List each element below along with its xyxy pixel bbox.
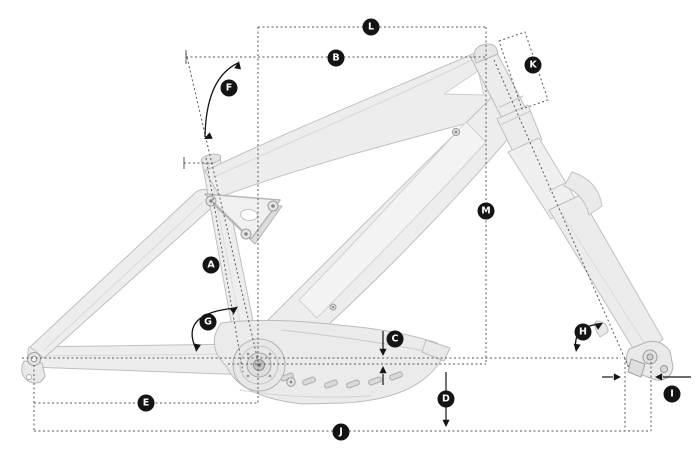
seat-tube-axis-line	[205, 157, 244, 373]
measurement-badge-g: G	[199, 313, 217, 331]
measurement-badge-e: E	[137, 394, 155, 412]
angle-arc-F	[204, 62, 239, 138]
rocker-link	[204, 193, 283, 245]
measurement-badge-f: F	[220, 79, 238, 97]
head-tube-box-K	[498, 31, 549, 110]
measurement-badge-k: K	[524, 56, 542, 74]
seat-angle-line	[185, 52, 260, 366]
frame-cutout	[443, 70, 485, 96]
measurement-badge-h: H	[574, 323, 592, 341]
measurement-badge-d: D	[437, 390, 455, 408]
measurement-badge-b: B	[327, 49, 345, 67]
angle-arc-G	[191, 307, 237, 350]
steering-axis-line	[493, 59, 630, 369]
measurement-badge-a: A	[202, 256, 220, 274]
measurement-badge-c: C	[386, 330, 404, 348]
measurement-badge-j: J	[332, 423, 350, 441]
measurement-badge-i: I	[663, 385, 681, 403]
measurement-badge-l: L	[362, 18, 380, 36]
fork	[496, 104, 674, 381]
fork-arch	[563, 171, 603, 216]
battery-cover	[298, 121, 487, 319]
frame	[21, 43, 674, 405]
measurement-badge-m: M	[477, 202, 495, 220]
